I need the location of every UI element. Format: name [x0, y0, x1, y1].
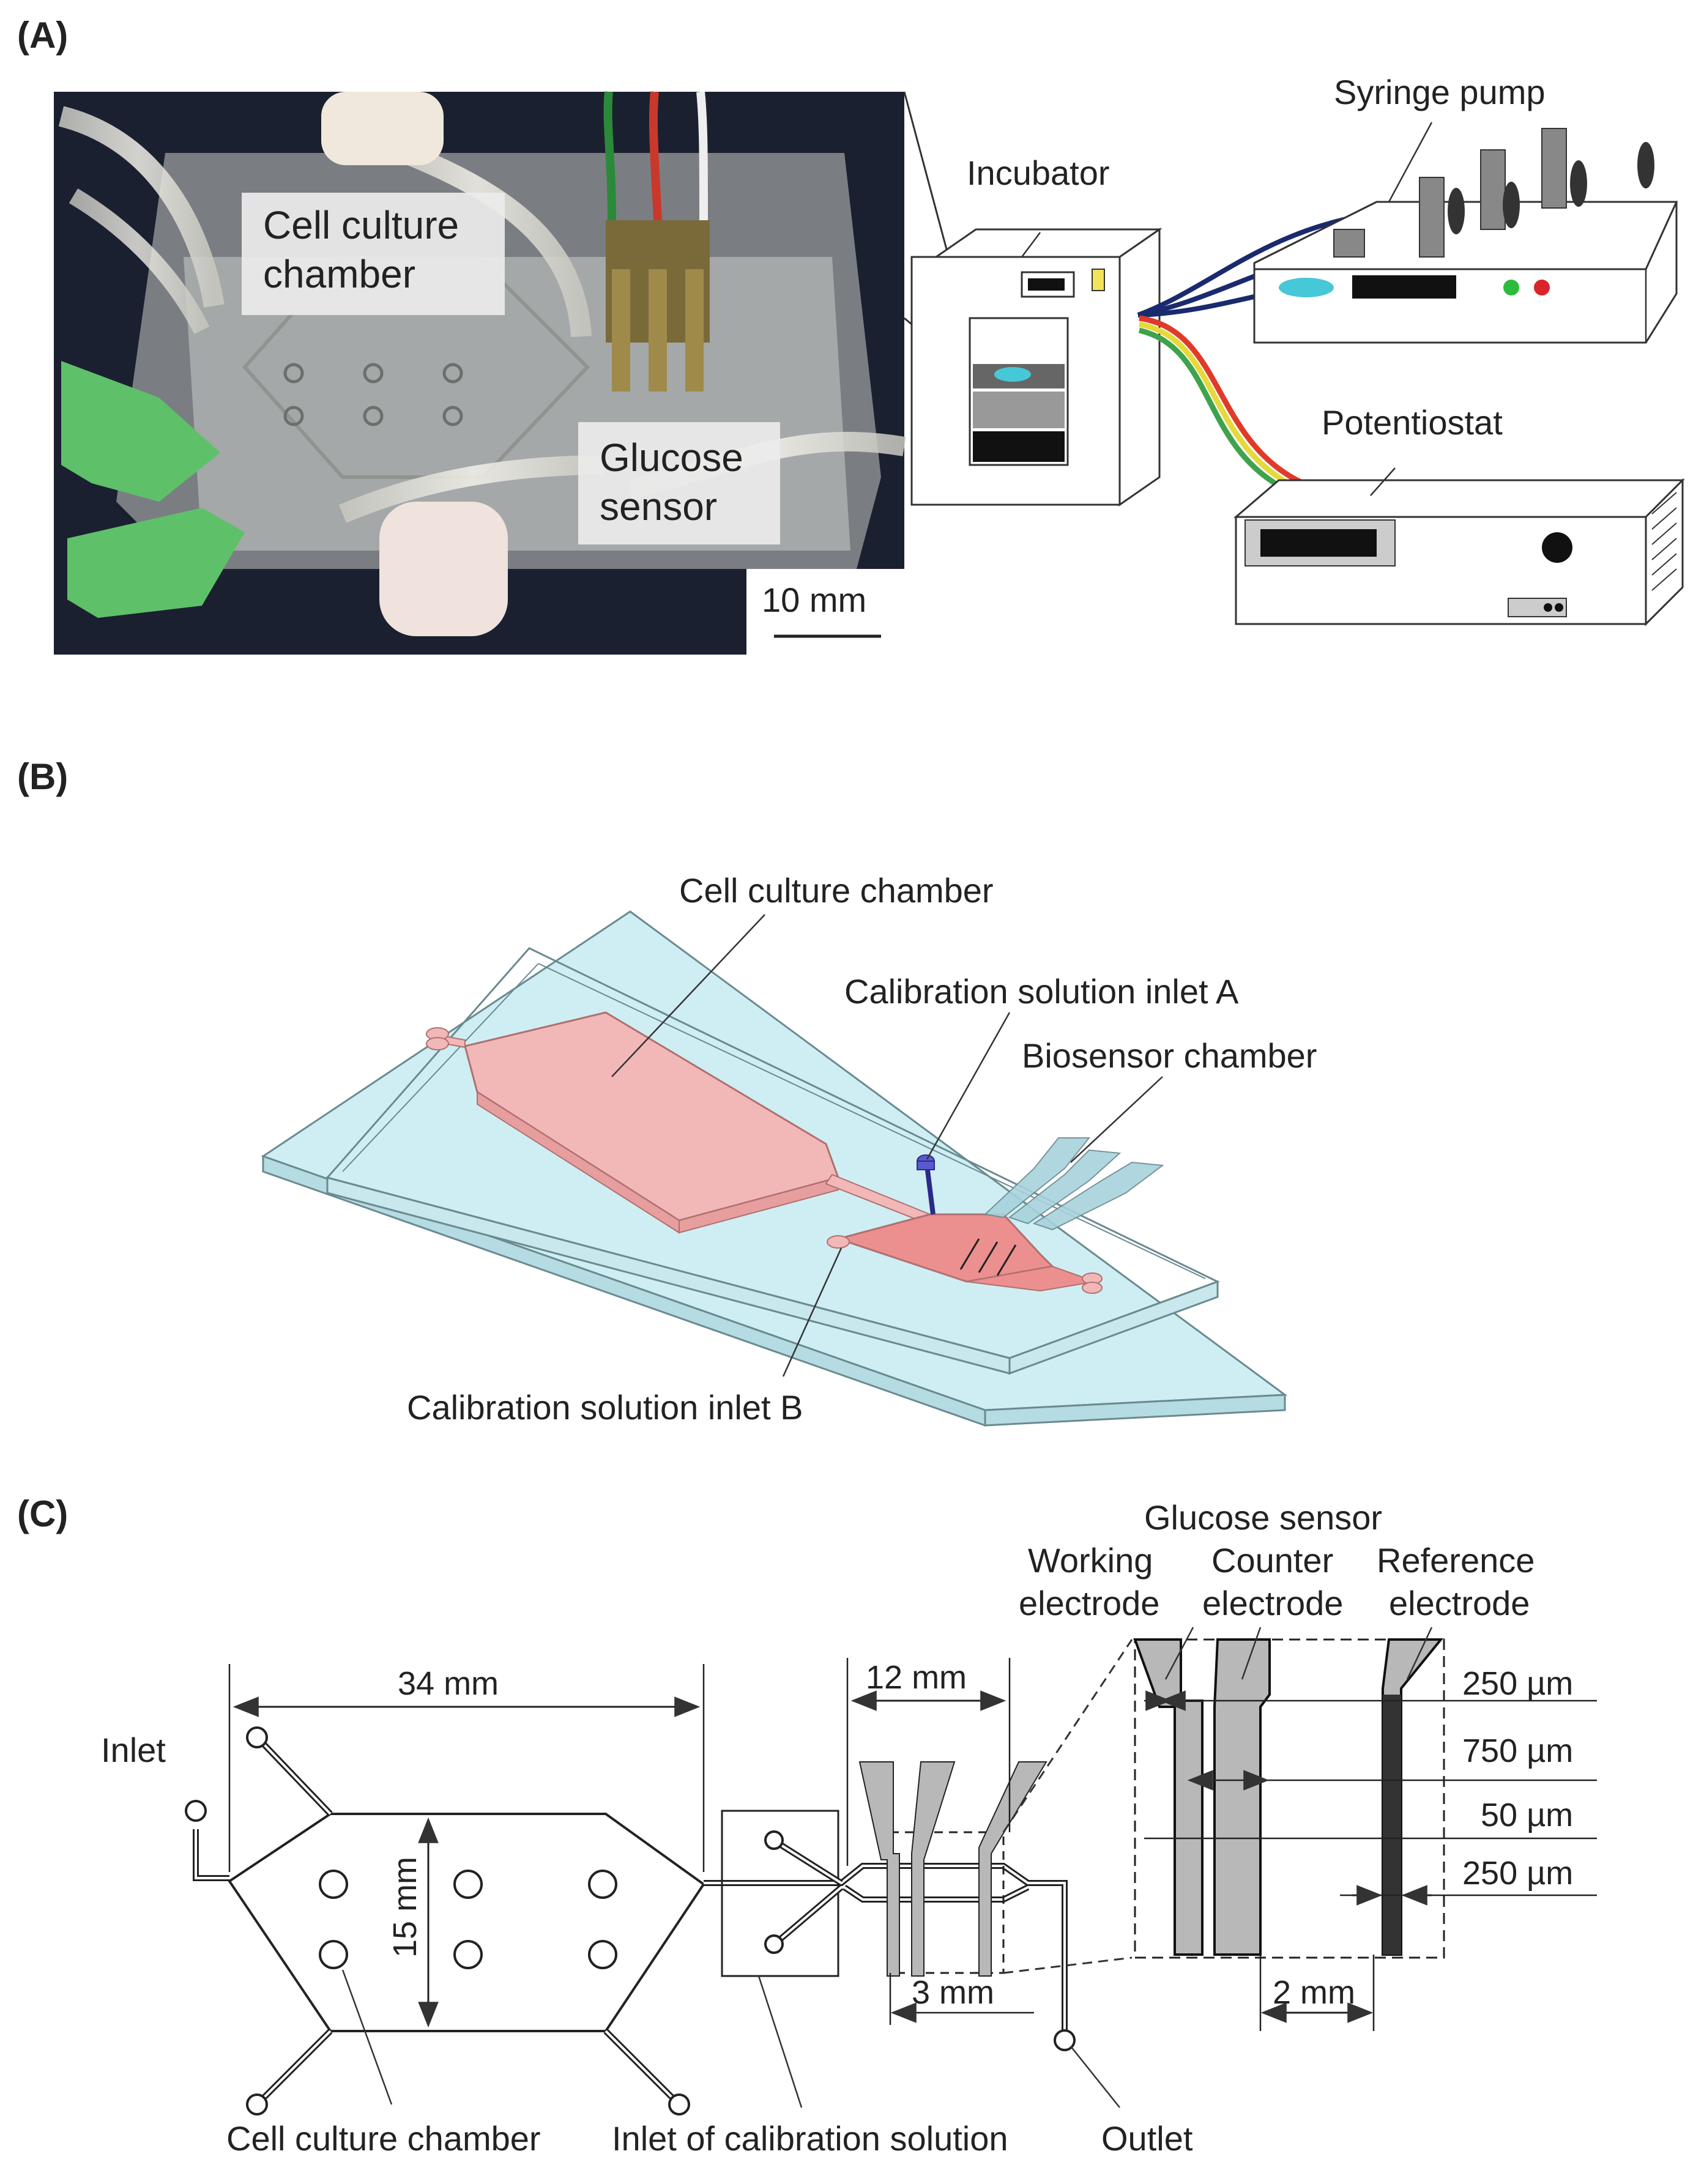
label-reference-l2: electrode: [1389, 1584, 1530, 1622]
incubator-label: Incubator: [967, 154, 1110, 192]
potentiostat-label: Potentiostat: [1322, 403, 1503, 442]
zoom-connector-bottom: [1003, 1956, 1133, 1974]
leader-biosensor: [1070, 1076, 1163, 1163]
potentiostat-leader: [1370, 467, 1396, 496]
chip-photo: Cell culture chamber Glucose sensor 10 m…: [54, 91, 906, 655]
panel-a-label: (A): [17, 15, 68, 56]
label-working-l2: electrode: [1019, 1584, 1159, 1622]
dim-34mm: 34 mm: [398, 1665, 499, 1702]
pump-leader: [1388, 122, 1433, 202]
chip-schematic: [185, 1726, 1076, 2115]
photo-label-cell-culture-l2: chamber: [263, 252, 415, 296]
potentiostat-cables: [1138, 315, 1304, 497]
label-inlet-a: Calibration solution inlet A: [844, 972, 1239, 1011]
dim-3mm: 3 mm: [912, 1974, 994, 2011]
dim-750um: 750 µm: [1462, 1733, 1573, 1769]
leader-inlet-a: [926, 1012, 1011, 1160]
leader-cell-culture: [611, 914, 765, 1077]
syringe-pump-icon: Syringe pump: [1253, 73, 1678, 344]
photo-label-cell-culture-l1: Cell culture: [263, 203, 459, 247]
dim-15mm: 15 mm: [387, 1857, 423, 1958]
photo-label-glucose-l2: sensor: [600, 485, 717, 529]
label-counter-l2: electrode: [1202, 1584, 1343, 1622]
incubator-icon: Incubator: [910, 154, 1163, 507]
leader-counter: [1241, 1627, 1262, 1680]
leader-reference: [1406, 1627, 1433, 1680]
label-inlet: Inlet: [101, 1731, 166, 1769]
panel-b-label: (B): [17, 756, 68, 797]
dim-2mm: 2 mm: [1273, 1974, 1355, 2011]
incubator-leader: [1021, 232, 1041, 258]
label-outlet: Outlet: [1101, 2119, 1193, 2158]
label-counter-l1: Counter: [1211, 1541, 1333, 1580]
scale-bar-label: 10 mm: [762, 581, 866, 619]
zoom-connector-top: [1002, 1639, 1133, 1833]
electrode-detail: [1133, 1627, 1597, 2031]
label-cell-culture-chamber-c: Cell culture chamber: [226, 2119, 541, 2158]
dim-250um-bottom: 250 µm: [1462, 1855, 1573, 1892]
dim-250um-top: 250 µm: [1462, 1665, 1573, 1702]
syringe-pump-label: Syringe pump: [1334, 73, 1546, 111]
label-biosensor-chamber: Biosensor chamber: [1022, 1036, 1317, 1075]
chip-3d-model: [261, 910, 1288, 1427]
dim-12mm: 12 mm: [866, 1659, 967, 1696]
panel-c-leaders: [341, 1969, 1120, 2108]
dim-50um: 50 µm: [1481, 1797, 1573, 1833]
label-cell-culture-chamber-b: Cell culture chamber: [679, 871, 994, 910]
potentiostat-icon: Potentiostat: [1233, 403, 1685, 626]
leader-working: [1164, 1627, 1194, 1680]
panel-c-label: (C): [17, 1493, 68, 1534]
leader-inlet-b: [782, 1247, 843, 1377]
dimension-lines: [228, 1658, 1034, 2028]
label-inlet-b: Calibration solution inlet B: [407, 1388, 803, 1427]
photo-label-glucose-l1: Glucose: [600, 436, 743, 480]
label-reference-l1: Reference: [1377, 1541, 1535, 1580]
label-glucose-sensor: Glucose sensor: [1144, 1498, 1382, 1537]
label-inlet-calibration: Inlet of calibration solution: [612, 2119, 1008, 2158]
label-working-l1: Working: [1028, 1541, 1153, 1580]
